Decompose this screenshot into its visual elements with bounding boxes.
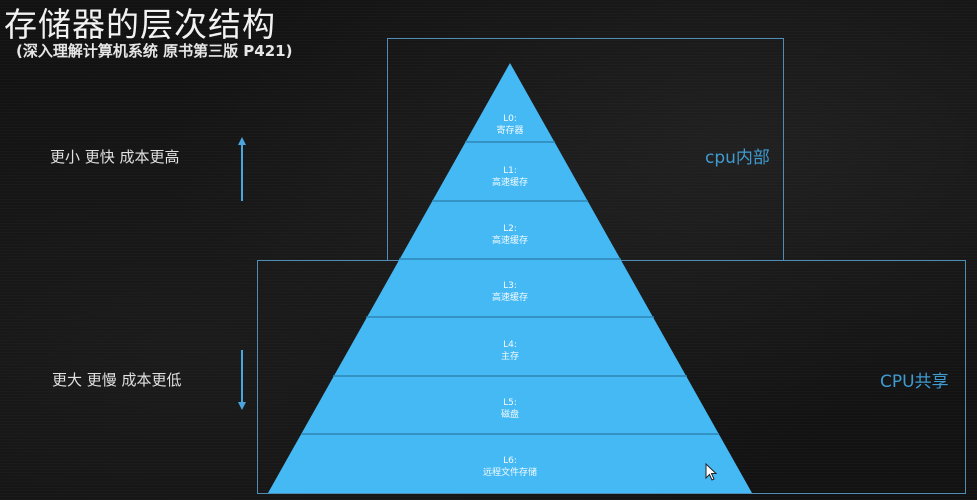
cpu-internal-label: cpu内部 [705, 148, 770, 168]
layer-name: 高速缓存 [491, 178, 528, 188]
page-subtitle: (深入理解计算机系统 原书第三版 P421) [16, 42, 293, 60]
layer-level: L1: [503, 166, 517, 176]
cpu-shared-label: CPU共享 [880, 372, 949, 392]
mouse-cursor-icon [705, 463, 717, 481]
layer-level: L3: [503, 281, 517, 291]
layer-l0: L0: 寄存器 [440, 113, 580, 137]
layer-l3: L3: 高速缓存 [440, 280, 580, 304]
layer-level: L0: [503, 114, 517, 124]
layer-name: 寄存器 [496, 126, 524, 136]
layer-l4: L4: 主存 [440, 339, 580, 363]
layer-level: L2: [503, 224, 517, 234]
layer-name: 高速缓存 [491, 293, 528, 303]
page-title: 存储器的层次结构 [4, 5, 276, 44]
layer-level: L4: [503, 340, 517, 350]
layer-name: 主存 [500, 352, 519, 362]
arrow-down-icon [238, 350, 246, 410]
layer-l5: L5: 磁盘 [440, 397, 580, 421]
layer-level: L6: [503, 456, 517, 466]
layer-name: 远程文件存储 [482, 468, 537, 478]
layer-l6: L6: 远程文件存储 [440, 455, 580, 479]
layer-level: L5: [503, 398, 517, 408]
layer-l2: L2: 高速缓存 [440, 223, 580, 247]
larger-cost-lower-label: 更大 更慢 成本更低 [52, 371, 182, 389]
layer-name: 磁盘 [500, 410, 519, 420]
faster-cost-higher-label: 更小 更快 成本更高 [50, 148, 180, 166]
arrow-up-icon [238, 137, 246, 201]
layer-name: 高速缓存 [491, 236, 528, 246]
layer-l1: L1: 高速缓存 [440, 165, 580, 189]
